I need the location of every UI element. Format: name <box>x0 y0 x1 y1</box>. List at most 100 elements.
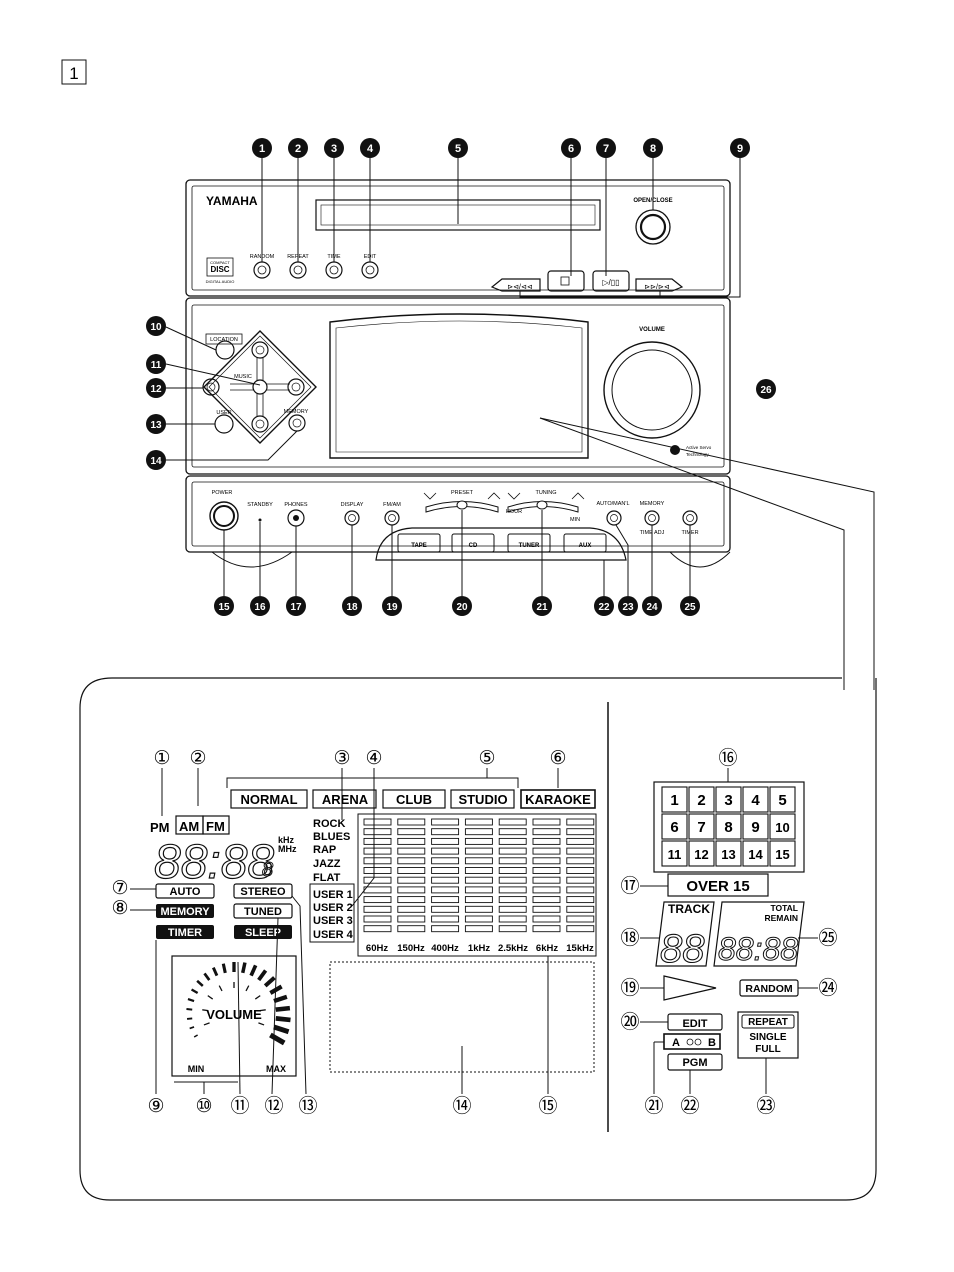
memory-button[interactable]: MEMORY <box>284 409 309 432</box>
svg-text:2: 2 <box>295 143 301 155</box>
front-display-window <box>329 313 589 459</box>
svg-text:HOUR: HOUR <box>506 509 522 515</box>
svg-text:ROCK: ROCK <box>313 818 345 830</box>
track-number: 12 <box>694 847 708 862</box>
svg-text:11: 11 <box>151 360 162 371</box>
music-selector-pad[interactable] <box>202 330 317 444</box>
spectrum-segment <box>498 847 527 855</box>
fm-am-button[interactable]: FM/AM <box>383 502 401 526</box>
spectrum-segment <box>464 905 493 913</box>
power-button[interactable]: POWER <box>209 490 239 531</box>
svg-text:8: 8 <box>262 859 273 881</box>
display-detail-frame <box>79 677 877 1201</box>
volume-tick <box>211 966 219 977</box>
phones-jack[interactable]: PHONES <box>284 502 308 527</box>
spectrum-segment <box>363 847 392 855</box>
track-time-display: TRACK 88 TOTAL REMAIN 88:88 <box>655 901 805 972</box>
skip-forward-button[interactable]: ⊳⊳/⊳⊲ <box>635 278 684 292</box>
svg-text:6kHz: 6kHz <box>536 943 558 954</box>
spectrum-segment <box>498 886 527 894</box>
frequency-clock-digits: 88:88 8 kHz MHz <box>153 835 297 890</box>
device-callouts: 1 2 3 4 5 6 7 8 9 10 11 12 13 14 26 15 1… <box>146 138 776 616</box>
skip-back-button[interactable]: ⊳⊲/⊲⊲ <box>490 278 541 292</box>
svg-text:②: ② <box>189 748 206 769</box>
user-button[interactable]: USER <box>214 410 234 434</box>
volume-tick <box>189 1026 195 1030</box>
svg-text:kHz: kHz <box>278 835 295 845</box>
spectrum-segment <box>431 837 460 845</box>
svg-text:18: 18 <box>346 602 358 613</box>
svg-text:LOCATION: LOCATION <box>210 337 238 343</box>
stereo-indicator: STEREO <box>240 886 286 898</box>
svg-text:BLUES: BLUES <box>313 831 350 843</box>
svg-text:REMAIN: REMAIN <box>764 913 798 923</box>
svg-text:4: 4 <box>367 143 374 155</box>
volume-tick <box>275 1016 291 1023</box>
auto-indicator: AUTO <box>170 886 201 898</box>
mode-normal: NORMAL <box>240 792 297 807</box>
svg-text:24: 24 <box>646 602 658 613</box>
svg-text:⑨: ⑨ <box>147 1096 164 1117</box>
track-number: 8 <box>724 819 732 836</box>
svg-text:⑱: ⑱ <box>620 927 639 949</box>
play-pause-button[interactable]: ▷/▯▯ <box>592 270 630 292</box>
spectrum-segment <box>532 886 561 894</box>
track-cell <box>715 813 742 840</box>
spectrum-segment <box>431 896 460 904</box>
svg-text:6: 6 <box>568 143 574 155</box>
status-indicators: ⑦ AUTO STEREO ⑧ MEMORY TUNED TIMER SLEEP <box>111 878 293 939</box>
svg-text:⑭: ⑭ <box>452 1095 471 1117</box>
stop-icon <box>560 276 570 286</box>
svg-text:23: 23 <box>622 602 634 613</box>
volume-tick <box>186 1017 193 1020</box>
svg-text:150Hz: 150Hz <box>397 943 425 954</box>
track-cell <box>688 813 715 840</box>
spectrum-segment <box>431 915 460 923</box>
track-number: 5 <box>778 792 786 809</box>
volume-tick <box>273 994 288 1004</box>
display-button[interactable]: DISPLAY <box>341 502 364 526</box>
pgm-indicator <box>667 1053 723 1071</box>
stop-button[interactable] <box>547 270 585 292</box>
spectrum-segment <box>363 896 392 904</box>
standby-led <box>258 518 262 522</box>
svg-text:FULL: FULL <box>755 1044 781 1055</box>
spectrum-segment <box>397 896 426 904</box>
callout-leaders <box>165 157 875 690</box>
spectrum-segment <box>532 847 561 855</box>
svg-text:⑩: ⑩ <box>195 1096 212 1117</box>
preset-control[interactable]: PRESET <box>423 490 501 513</box>
standby-label: STANDBY <box>247 502 273 508</box>
volume-tick <box>186 1007 193 1011</box>
spectrum-segment <box>498 867 527 874</box>
spectrum-segment <box>498 925 527 933</box>
svg-text:19: 19 <box>386 602 398 613</box>
auto-manual-button[interactable]: AUTO/MAN'L <box>596 501 630 526</box>
spectrum-segment <box>397 915 426 923</box>
svg-text:RAP: RAP <box>313 844 336 856</box>
svg-text:TRACK: TRACK <box>668 902 710 916</box>
spectrum-frame <box>357 813 597 957</box>
track-cell <box>742 813 769 840</box>
svg-text:⑤: ⑤ <box>478 748 495 769</box>
spectrum-segment <box>363 925 392 933</box>
svg-text:A: A <box>672 1037 680 1049</box>
tuning-control[interactable]: TUNING HOUR MIN <box>506 490 585 523</box>
track-cell <box>742 840 769 867</box>
source-cd: CD <box>469 543 478 549</box>
svg-text:AUTO/MAN'L: AUTO/MAN'L <box>596 501 629 507</box>
volume-knob[interactable]: VOLUME <box>603 327 701 439</box>
svg-text:88:88: 88:88 <box>718 931 798 967</box>
svg-text:MEMORY: MEMORY <box>640 501 665 507</box>
track-number: 2 <box>697 792 705 809</box>
spectrum-segment <box>431 876 460 884</box>
svg-text:15: 15 <box>218 602 230 613</box>
source-selector-bar[interactable]: TAPE CD TUNER AUX <box>375 527 627 561</box>
spectrum-segment <box>464 867 493 874</box>
source-aux: AUX <box>579 543 592 549</box>
svg-text:POWER: POWER <box>212 490 233 496</box>
track-number: 4 <box>751 792 760 809</box>
spectrum-segment <box>532 837 561 845</box>
volume-tick <box>187 997 195 1003</box>
